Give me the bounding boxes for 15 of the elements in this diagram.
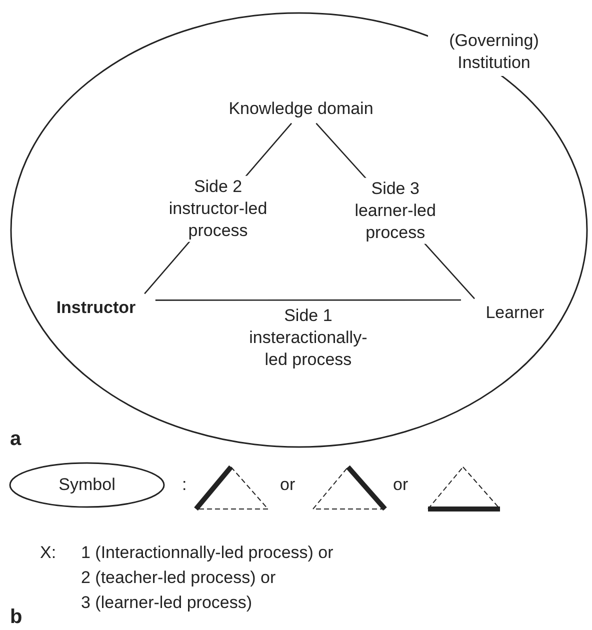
node-label: Learner xyxy=(470,300,560,326)
legend-text: 1 (Interactionnally-led process) or xyxy=(81,543,334,563)
symbol-label: Symbol xyxy=(58,474,116,496)
or-label: or xyxy=(280,475,296,495)
legend-text: 3 (learner-led process) xyxy=(81,593,252,613)
node-label: Instructor xyxy=(42,295,150,321)
legend-text: 2 (teacher-led process) or xyxy=(81,568,276,588)
colon: : xyxy=(182,475,187,495)
symbol-ellipse xyxy=(9,462,165,508)
legend-key: X: xyxy=(40,543,56,563)
or-label: or xyxy=(393,475,408,495)
panel-letter: a xyxy=(10,428,22,451)
node-label: Knowledge domain xyxy=(206,96,396,122)
connector-line xyxy=(155,299,461,301)
panel-letter: b xyxy=(10,606,22,629)
